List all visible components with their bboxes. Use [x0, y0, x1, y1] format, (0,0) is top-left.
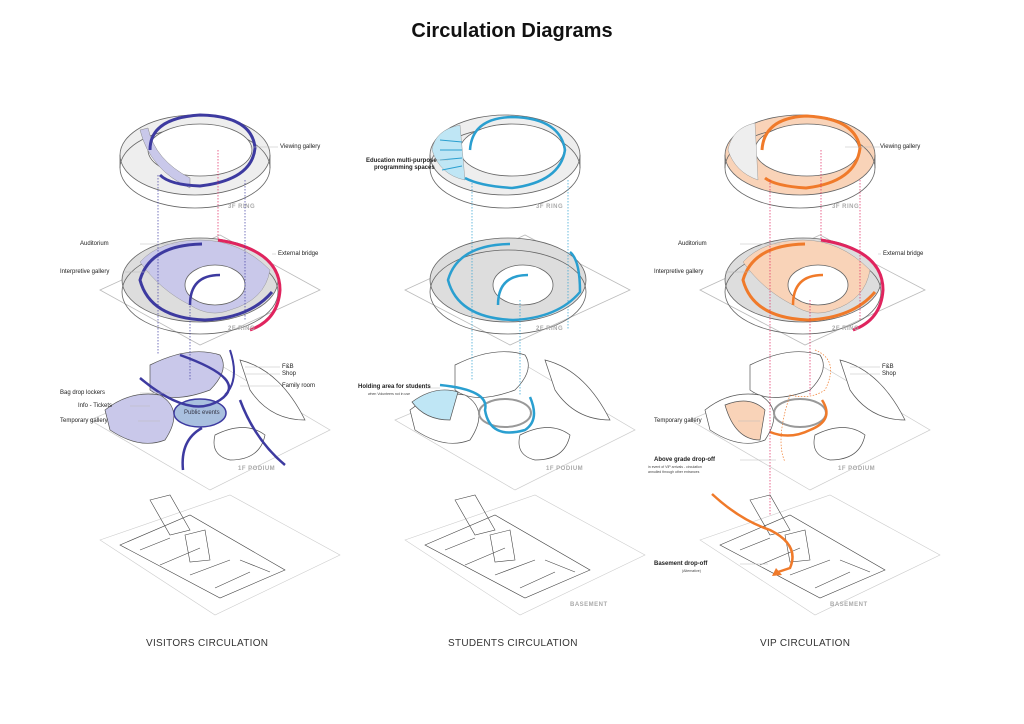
student-ring3-path: [464, 115, 567, 190]
label-info-tickets: Info - Tickets: [78, 403, 113, 409]
label-temporary-gallery: Temporary gallery: [60, 418, 108, 424]
label-leaders: [125, 146, 280, 422]
education-arrows: [439, 139, 463, 171]
caption-students: STUDENTS CIRCULATION: [448, 638, 578, 649]
level-2f-ring: 2F RING: [832, 326, 860, 332]
vip-basement-arrowhead: [772, 568, 782, 576]
level-3f-ring: 3F RING: [228, 204, 256, 210]
label-fb: F&B: [282, 364, 294, 370]
level-basement: BASEMENT: [830, 602, 868, 608]
label-family-room: Family room: [282, 383, 316, 389]
student-inner-path: [496, 273, 529, 306]
visitors-diagram: [89, 113, 341, 616]
label-education-1: Education multi-purpose: [366, 158, 437, 164]
level-3f-ring: 3F RING: [536, 204, 564, 210]
students-column: Education multi-purpose programming spac…: [340, 0, 680, 724]
label-leaders: [415, 159, 448, 389]
vip-diagram: [689, 114, 941, 616]
ring-3f: [119, 114, 271, 209]
level-1f-podium: 1F PODIUM: [238, 466, 276, 472]
vertical-guides: [769, 150, 861, 575]
label-holding-note: when Volunteers not in use: [368, 392, 411, 396]
level-2f-ring: 2F RING: [228, 326, 256, 332]
label-interpretive-gallery: Interpretive gallery: [654, 269, 704, 275]
level-basement: BASEMENT: [570, 602, 608, 608]
page-title: Circulation Diagrams: [411, 20, 613, 42]
students-diagram: [394, 114, 646, 616]
level-2f-ring: 2F RING: [536, 326, 564, 332]
vip-ring2-path: [741, 242, 877, 322]
label-external-bridge: External bridge: [883, 251, 924, 257]
label-shop: Shop: [882, 371, 897, 377]
vip-podium-path: [769, 399, 828, 437]
label-viewing-gallery: Viewing gallery: [880, 144, 921, 150]
label-auditorium: Auditorium: [80, 241, 109, 247]
student-podium-path: [439, 383, 536, 434]
podium-1f: [689, 351, 931, 491]
caption-visitors: VISITORS CIRCULATION: [146, 638, 269, 649]
label-basement-dropoff: Basement drop-off: [654, 561, 708, 567]
podium-arrow-4: [238, 399, 286, 466]
label-above-grade-note-2: annulled through other entrances: [648, 470, 700, 474]
vertical-guides: [157, 175, 246, 380]
external-bridge-path: [217, 238, 282, 332]
vip-inner-path: [791, 273, 824, 306]
caption-vip: VIP CIRCULATION: [760, 638, 851, 649]
vip-external-bridge-path: [820, 238, 885, 332]
vip-podium-dashed: [780, 349, 831, 463]
podium-arrow-3: [181, 426, 203, 471]
interpretive-gallery-path: [138, 242, 274, 322]
label-fb: F&B: [882, 364, 894, 370]
vip-basement-path: [711, 493, 794, 574]
podium-1f: [89, 351, 331, 491]
ring-3f: [724, 114, 876, 209]
podium-arrow-2: [224, 349, 235, 396]
label-education-2: programming spaces: [374, 165, 435, 171]
podium-1f: [394, 351, 636, 491]
level-3f-ring: 3F RING: [832, 204, 860, 210]
label-shop: Shop: [282, 371, 297, 377]
label-leaders: [725, 146, 881, 565]
vip-ring3-path: [760, 114, 862, 190]
ring-3f: [429, 114, 581, 209]
basement: [99, 494, 341, 616]
label-temporary-gallery: Temporary gallery: [654, 418, 702, 424]
label-above-grade: Above grade drop-off: [654, 457, 715, 463]
visitors-column: Viewing gallery 3F RING Auditorium Exter…: [40, 0, 380, 724]
viewing-gallery-path: [148, 113, 257, 188]
label-interpretive-gallery: Interpretive gallery: [60, 269, 110, 275]
label-external-bridge: External bridge: [278, 251, 319, 257]
label-above-grade-note-1: in event of VIP arrivals - circulation: [648, 465, 702, 469]
label-public-events: Public events: [184, 410, 220, 416]
podium-arrow-1: [139, 353, 231, 408]
label-auditorium: Auditorium: [678, 241, 707, 247]
label-basement-note: (Alternative): [682, 569, 701, 573]
label-bag-drop: Bag drop lockers: [60, 390, 106, 396]
level-1f-podium: 1F PODIUM: [546, 466, 584, 472]
vertical-guides: [471, 180, 569, 395]
label-holding-area: Holding area for students: [358, 384, 431, 390]
label-viewing-gallery: Viewing gallery: [280, 144, 321, 150]
ring-2f: [404, 234, 631, 346]
student-ring2-path: [446, 242, 582, 322]
basement: [404, 494, 646, 616]
vip-column: Viewing gallery 3F RING Auditorium Exter…: [640, 0, 980, 724]
level-1f-podium: 1F PODIUM: [838, 466, 876, 472]
